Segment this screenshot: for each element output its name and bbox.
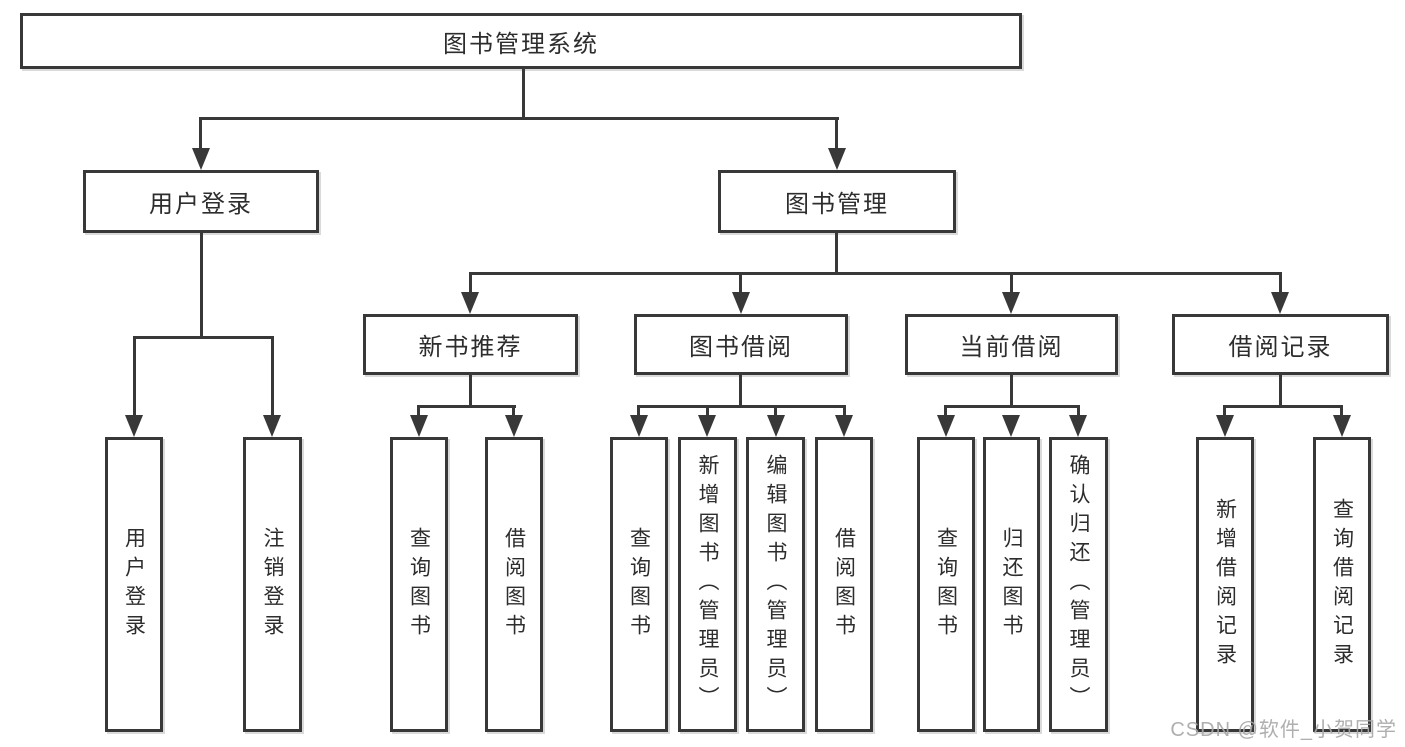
connector-line (1010, 272, 1013, 296)
connector-line (1279, 375, 1282, 408)
node-book-management: 图书管理 (718, 170, 956, 233)
connector-line (469, 375, 472, 408)
arrow-down-icon (828, 148, 846, 170)
node-query-books-borrowing-label: 查询图书 (627, 526, 651, 643)
node-query-borrow-record-label: 查询借阅记录 (1330, 497, 1354, 672)
connector-line (706, 405, 709, 419)
csdn-watermark: CSDN @软件_小贺同学 (1170, 719, 1397, 741)
node-book-management-label: 图书管理 (785, 191, 889, 218)
arrow-down-icon (1069, 415, 1087, 437)
arrow-down-icon (1271, 292, 1289, 314)
connector-line (1223, 405, 1226, 419)
arrow-down-icon (937, 415, 955, 437)
connector-line (200, 233, 203, 338)
arrow-down-icon (192, 148, 210, 170)
arrow-down-icon (410, 415, 428, 437)
arrow-down-icon (1002, 415, 1020, 437)
node-query-books-current-label: 查询图书 (934, 526, 958, 643)
arrow-down-icon (630, 415, 648, 437)
connector-line (843, 405, 846, 419)
connector-line (1010, 375, 1013, 408)
connector-line (739, 375, 742, 408)
node-borrow-books-recommend-label: 借阅图书 (502, 526, 526, 643)
node-logout-action: 注销登录 (243, 437, 302, 732)
connector-line (739, 272, 742, 296)
arrow-down-icon (1216, 415, 1234, 437)
arrow-down-icon (1333, 415, 1351, 437)
connector-line (944, 405, 1080, 408)
connector-line (133, 336, 136, 419)
node-add-book-admin: 新增图书（管理员） (678, 437, 737, 732)
node-edit-book-admin-label: 编辑图书（管理员） (764, 454, 787, 715)
node-borrowing-records: 借阅记录 (1172, 314, 1389, 375)
node-confirm-return-admin-label: 确认归还（管理员） (1067, 454, 1090, 715)
connector-line (1340, 405, 1343, 419)
arrow-down-icon (505, 415, 523, 437)
connector-line (637, 405, 846, 408)
arrow-down-icon (125, 415, 143, 437)
node-borrow-books-borrowing: 借阅图书 (815, 437, 873, 732)
node-new-book-recommend: 新书推荐 (363, 314, 578, 375)
connector-line (469, 272, 1282, 275)
node-confirm-return-admin: 确认归还（管理员） (1049, 437, 1108, 732)
arrow-down-icon (767, 415, 785, 437)
connector-line (522, 69, 525, 119)
connector-line (1279, 272, 1282, 296)
node-logout-action-label: 注销登录 (261, 526, 284, 643)
arrow-down-icon (263, 415, 281, 437)
connector-line (835, 117, 838, 150)
arrow-down-icon (1002, 292, 1020, 314)
connector-line (417, 405, 516, 408)
node-user-login-action-label: 用户登录 (122, 526, 146, 643)
connector-line (199, 117, 839, 120)
node-current-borrowing: 当前借阅 (905, 314, 1118, 375)
connector-line (469, 272, 472, 296)
node-new-book-recommend-label: 新书推荐 (418, 334, 523, 361)
node-query-books-recommend-label: 查询图书 (407, 526, 431, 643)
node-return-books-label: 归还图书 (1000, 526, 1023, 643)
node-borrowing-records-label: 借阅记录 (1228, 334, 1333, 361)
arrow-down-icon (461, 292, 479, 314)
node-query-books-borrowing: 查询图书 (610, 437, 668, 732)
node-user-login-label: 用户登录 (149, 191, 253, 218)
node-user-login: 用户登录 (83, 170, 319, 233)
arrow-down-icon (732, 292, 750, 314)
node-system-root-label: 图书管理系统 (443, 30, 599, 58)
node-query-books-recommend: 查询图书 (390, 437, 448, 732)
connector-line (417, 405, 420, 419)
node-system-root: 图书管理系统 (20, 13, 1022, 69)
node-add-book-admin-label: 新增图书（管理员） (696, 454, 719, 715)
connector-line (637, 405, 640, 419)
node-book-borrowing: 图书借阅 (634, 314, 848, 375)
connector-line (512, 405, 515, 419)
node-add-borrow-record: 新增借阅记录 (1196, 437, 1254, 732)
node-user-login-action: 用户登录 (105, 437, 163, 732)
connector-line (835, 233, 838, 274)
node-add-borrow-record-label: 新增借阅记录 (1213, 497, 1237, 672)
node-book-borrowing-label: 图书借阅 (689, 334, 793, 361)
connector-line (1077, 405, 1080, 419)
node-current-borrowing-label: 当前借阅 (959, 334, 1064, 361)
node-query-books-current: 查询图书 (917, 437, 975, 732)
connector-line (944, 405, 947, 419)
connector-line (774, 405, 777, 419)
connector-line (1223, 405, 1343, 408)
node-borrow-books-borrowing-label: 借阅图书 (832, 526, 856, 643)
connector-line (133, 336, 274, 339)
node-query-borrow-record: 查询借阅记录 (1313, 437, 1371, 732)
arrow-down-icon (835, 415, 853, 437)
node-edit-book-admin: 编辑图书（管理员） (746, 437, 805, 732)
connector-line (199, 117, 202, 150)
node-borrow-books-recommend: 借阅图书 (485, 437, 543, 732)
connector-line (271, 336, 274, 419)
node-return-books: 归还图书 (983, 437, 1040, 732)
arrow-down-icon (698, 415, 716, 437)
